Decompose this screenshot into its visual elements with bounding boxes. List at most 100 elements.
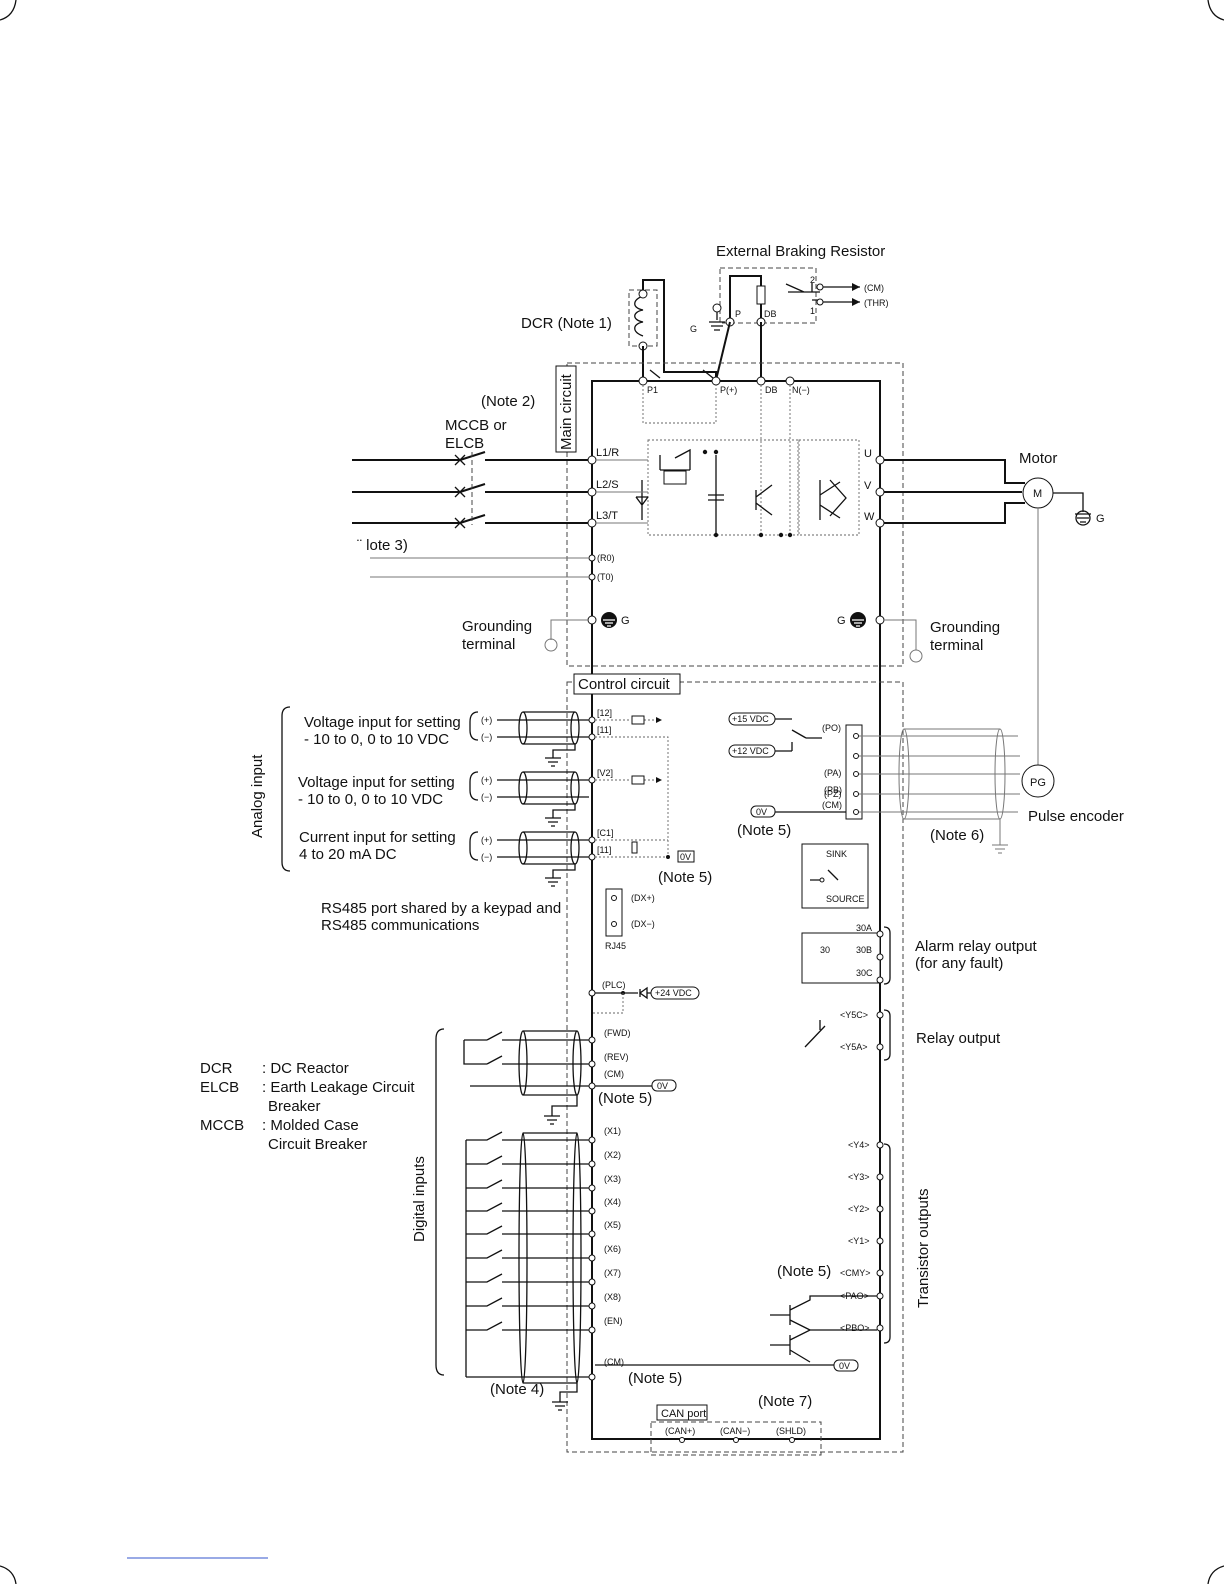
terminal-cm-bottom: (CM) [604, 1357, 624, 1367]
digital-inputs-label: Digital inputs [411, 1156, 428, 1242]
control-circuit-title: Control circuit [578, 676, 671, 693]
terminal-pb: (PB) [824, 785, 842, 795]
can-port-title: CAN port [661, 1408, 706, 1420]
svg-text:0V: 0V [756, 807, 767, 817]
motor-title: Motor [1019, 450, 1057, 467]
svg-text:M: M [1033, 488, 1042, 500]
grounding-right-line1: Grounding [930, 619, 1000, 636]
terminal-rev: (REV) [604, 1052, 629, 1062]
svg-text:: Earth Leakage Circuit: : Earth Leakage Circuit [262, 1079, 415, 1096]
svg-text:2: 2 [810, 275, 815, 285]
svg-text:ELCB: ELCB [200, 1079, 239, 1096]
dcr-note: DCR (Note 1) [521, 315, 612, 332]
svg-text:1: 1 [810, 306, 815, 316]
terminal-11a: [11] [597, 725, 611, 735]
svg-text:G: G [1096, 513, 1105, 525]
analog-input: Analog input Voltage input for setting -… [249, 706, 712, 887]
terminal-v: V [864, 480, 872, 492]
grounding-left-line2: terminal [462, 636, 515, 653]
terminal-x3: (X3) [604, 1174, 621, 1184]
terminal-30a: 30A [856, 923, 872, 933]
svg-text:0V: 0V [657, 1081, 668, 1091]
svg-text:Voltage input for setting: Voltage input for setting [304, 714, 461, 731]
terminal-11b: [11] [597, 845, 611, 855]
terminal-y4: <Y4> [848, 1140, 870, 1150]
terminal-12: [12] [597, 708, 612, 718]
svg-text:(DX−): (DX−) [631, 919, 655, 929]
svg-text:SINK: SINK [826, 849, 847, 859]
ebr-thr-label: (THR) [864, 298, 889, 308]
can-note7: (Note 7) [758, 1393, 812, 1410]
relay-output-label: Relay output [916, 1030, 1001, 1047]
terminal-p1: P1 [647, 385, 658, 395]
svg-text:Alarm relay output: Alarm relay output [915, 938, 1038, 955]
main-circuit-title: Main circuit [558, 373, 575, 450]
pg-note6: (Note 6) [930, 827, 984, 844]
terminal-pbo: <PBO> [840, 1323, 870, 1333]
terminal-x2: (X2) [604, 1150, 621, 1160]
rs485-port: RS485 port shared by a keypad and RS485 … [321, 888, 655, 951]
relay-output: <Y5C> <Y5A> Relay output [804, 1009, 1001, 1061]
terminal-can-minus: (CAN−) [720, 1426, 750, 1436]
pulse-encoder-icon [1021, 764, 1055, 798]
terminal-n-minus: N(−) [792, 385, 810, 395]
svg-text:(−): (−) [481, 792, 492, 802]
terminal-y3: <Y3> [848, 1172, 870, 1182]
resistor-icon [756, 285, 766, 305]
ebr-cm-label: (CM) [864, 283, 884, 293]
legend: DCR : DC Reactor ELCB : Earth Leakage Ci… [200, 1060, 415, 1153]
svg-text:(for any fault): (for any fault) [915, 955, 1003, 972]
svg-text:G: G [690, 324, 697, 334]
note3-label: ¨ lote 3) [357, 537, 408, 554]
svg-text:(−): (−) [481, 732, 492, 742]
svg-text:- 10 to 0, 0 to 10 VDC: - 10 to 0, 0 to 10 VDC [298, 791, 443, 808]
coil-icon [634, 295, 644, 337]
svg-text:G: G [837, 615, 846, 627]
terminal-t0: (T0) [597, 572, 614, 582]
terminal-cmy: <CMY> [840, 1268, 871, 1278]
terminal-po: (PO) [822, 723, 841, 733]
svg-text:SOURCE: SOURCE [826, 894, 865, 904]
analog-note5: (Note 5) [658, 869, 712, 886]
terminal-y1: <Y1> [848, 1236, 870, 1246]
svg-text:MCCB: MCCB [200, 1117, 244, 1134]
svg-text:RS485 communications: RS485 communications [321, 917, 479, 934]
svg-text:PG: PG [1030, 777, 1046, 789]
alarm-relay: 30 30A 30B 30C Alarm relay output (for a… [801, 923, 1038, 985]
terminal-p-plus: P(+) [720, 385, 737, 395]
svg-text:0V: 0V [839, 1361, 850, 1371]
digital-inputs: Digital inputs (FWD) (REV) (CM) 0V (Note… [411, 1028, 682, 1411]
di-note4: (Note 4) [490, 1381, 544, 1398]
svg-text:+24 VDC: +24 VDC [655, 988, 692, 998]
terminal-cm-top: (CM) [604, 1069, 624, 1079]
can-port: CAN port (CAN+) (CAN−) (SHLD) (Note 7) [650, 1393, 822, 1456]
terminal-30b: 30B [856, 945, 872, 955]
main-circuit: Main circuit P1 P(+) DB N(−) L1/R L2/S L… [370, 362, 923, 1440]
terminal-x4: (X4) [604, 1197, 621, 1207]
grounding-left-line1: Grounding [462, 618, 532, 635]
pg-note5: (Note 5) [737, 822, 791, 839]
motor: Motor M G [884, 450, 1105, 766]
di-note5-bottom: (Note 5) [628, 1370, 682, 1387]
svg-text:Circuit Breaker: Circuit Breaker [268, 1136, 367, 1153]
svg-text:MCCB or: MCCB or [445, 417, 507, 434]
terminal-x5: (X5) [604, 1220, 621, 1230]
terminal-30c: 30C [856, 968, 873, 978]
di-note5-top: (Note 5) [598, 1090, 652, 1107]
svg-text:(+): (+) [481, 835, 492, 845]
transistor-outputs: Transistor outputs <Y4> <Y3> <Y2> <Y1> <… [595, 1140, 932, 1372]
svg-text:- 10 to 0, 0 to 10 VDC: - 10 to 0, 0 to 10 VDC [304, 731, 449, 748]
terminal-y5a: <Y5A> [840, 1042, 868, 1052]
svg-text:4 to 20 mA DC: 4 to 20 mA DC [299, 846, 397, 863]
terminal-l3t: L3/T [596, 510, 618, 522]
terminal-fwd: (FWD) [604, 1028, 631, 1038]
svg-text:+15 VDC: +15 VDC [732, 714, 769, 724]
terminal-x6: (X6) [604, 1244, 621, 1254]
terminal-w: W [864, 511, 875, 523]
terminal-v2: [V2] [597, 768, 613, 778]
svg-text:: Molded Case: : Molded Case [262, 1117, 359, 1134]
svg-text:0V: 0V [680, 852, 691, 862]
breaker-note: (Note 2) [481, 393, 535, 410]
terminal-db: DB [765, 385, 778, 395]
